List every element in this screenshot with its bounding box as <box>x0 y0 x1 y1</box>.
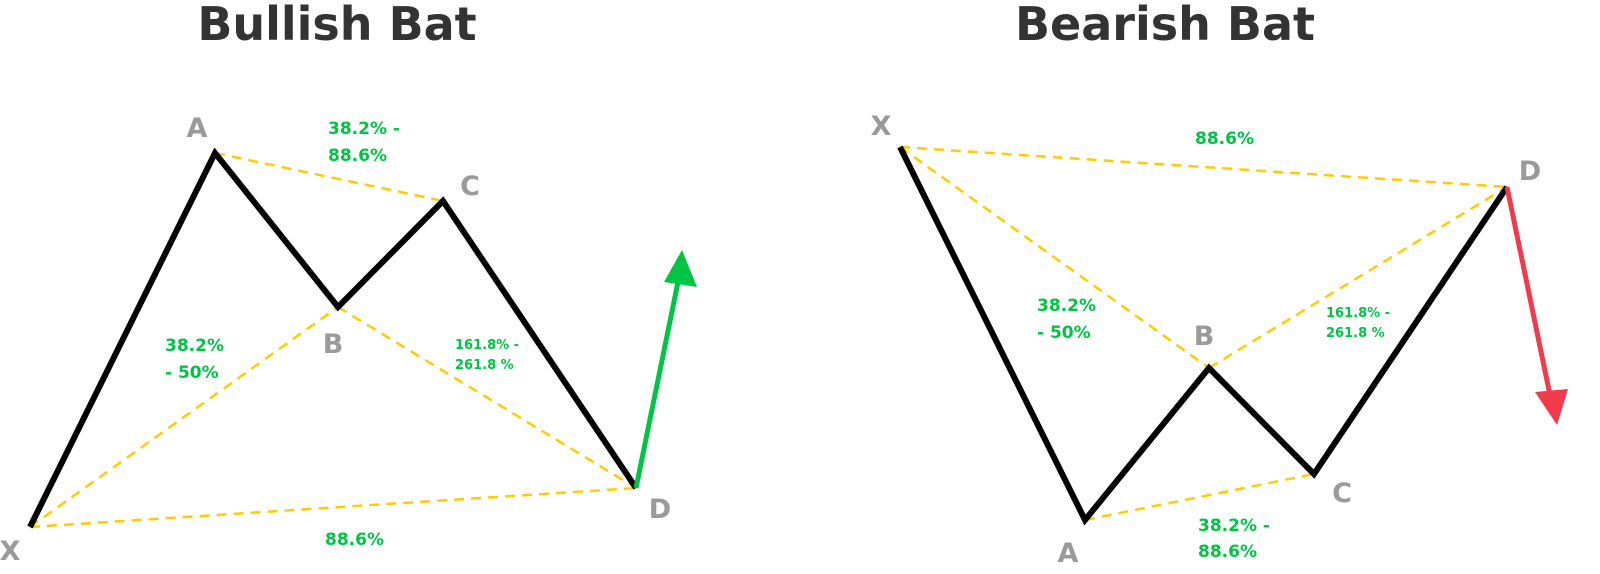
arrow-down-icon <box>1535 389 1568 425</box>
xd-dashed-line <box>899 145 1508 189</box>
bd-dashed-line <box>337 305 637 490</box>
point-c-label: C <box>1332 478 1352 509</box>
bc-ratio-line2: 88.6% <box>328 146 387 166</box>
price-legs <box>897 145 1510 526</box>
point-d-label: D <box>649 494 671 525</box>
xd-ratio: 88.6% <box>1195 129 1254 149</box>
price-legs <box>27 147 639 529</box>
point-a-label: A <box>1058 538 1079 569</box>
cd-ratio-line1: 161.8% - <box>1326 306 1390 321</box>
bearish-arrow-shaft <box>1504 186 1553 396</box>
bd-dashed-line <box>1208 185 1508 370</box>
bearish-title: Bearish Bat <box>1015 0 1315 51</box>
xb-dashed-line <box>29 305 339 529</box>
cd-ratio-line2: 261.8 % <box>1326 326 1385 341</box>
bc-ratio-line1: 38.2% - <box>1198 516 1270 536</box>
point-c-label: C <box>460 171 480 202</box>
cd-ratio-line2: 261.8 % <box>455 358 514 373</box>
bullish-arrow-shaft <box>633 281 681 489</box>
point-d-label: D <box>1519 156 1541 187</box>
point-x-label: X <box>871 111 892 142</box>
ab-ratio-line2: - 50% <box>165 363 219 383</box>
xb-dashed-line <box>899 145 1210 370</box>
point-b-label: B <box>1194 321 1215 352</box>
bc-ratio-line2: 88.6% <box>1198 542 1257 562</box>
ac-dashed-line <box>214 151 444 203</box>
bullish-title: Bullish Bat <box>197 0 476 51</box>
bc-ratio-line1: 38.2% - <box>328 119 400 139</box>
ac-dashed-line <box>1084 472 1315 522</box>
arrow-up-icon <box>664 250 697 287</box>
bearish-bat-panel: Bearish Bat X D B C A 88.6% 38.2% - 50% … <box>871 0 1568 569</box>
ab-ratio-line1: 38.2% <box>165 336 224 356</box>
point-a-label: A <box>187 113 208 144</box>
ab-ratio-line2: - 50% <box>1037 323 1091 343</box>
ab-ratio-line1: 38.2% <box>1037 296 1096 316</box>
point-b-label: B <box>323 329 344 360</box>
xd-dashed-line <box>29 486 637 529</box>
xd-ratio: 88.6% <box>325 530 384 550</box>
cd-ratio-line1: 161.8% - <box>455 338 519 353</box>
bullish-bat-panel: Bullish Bat A B C D X 38.2% - 88.6% 38.2… <box>0 0 697 567</box>
point-x-label: X <box>0 536 21 567</box>
